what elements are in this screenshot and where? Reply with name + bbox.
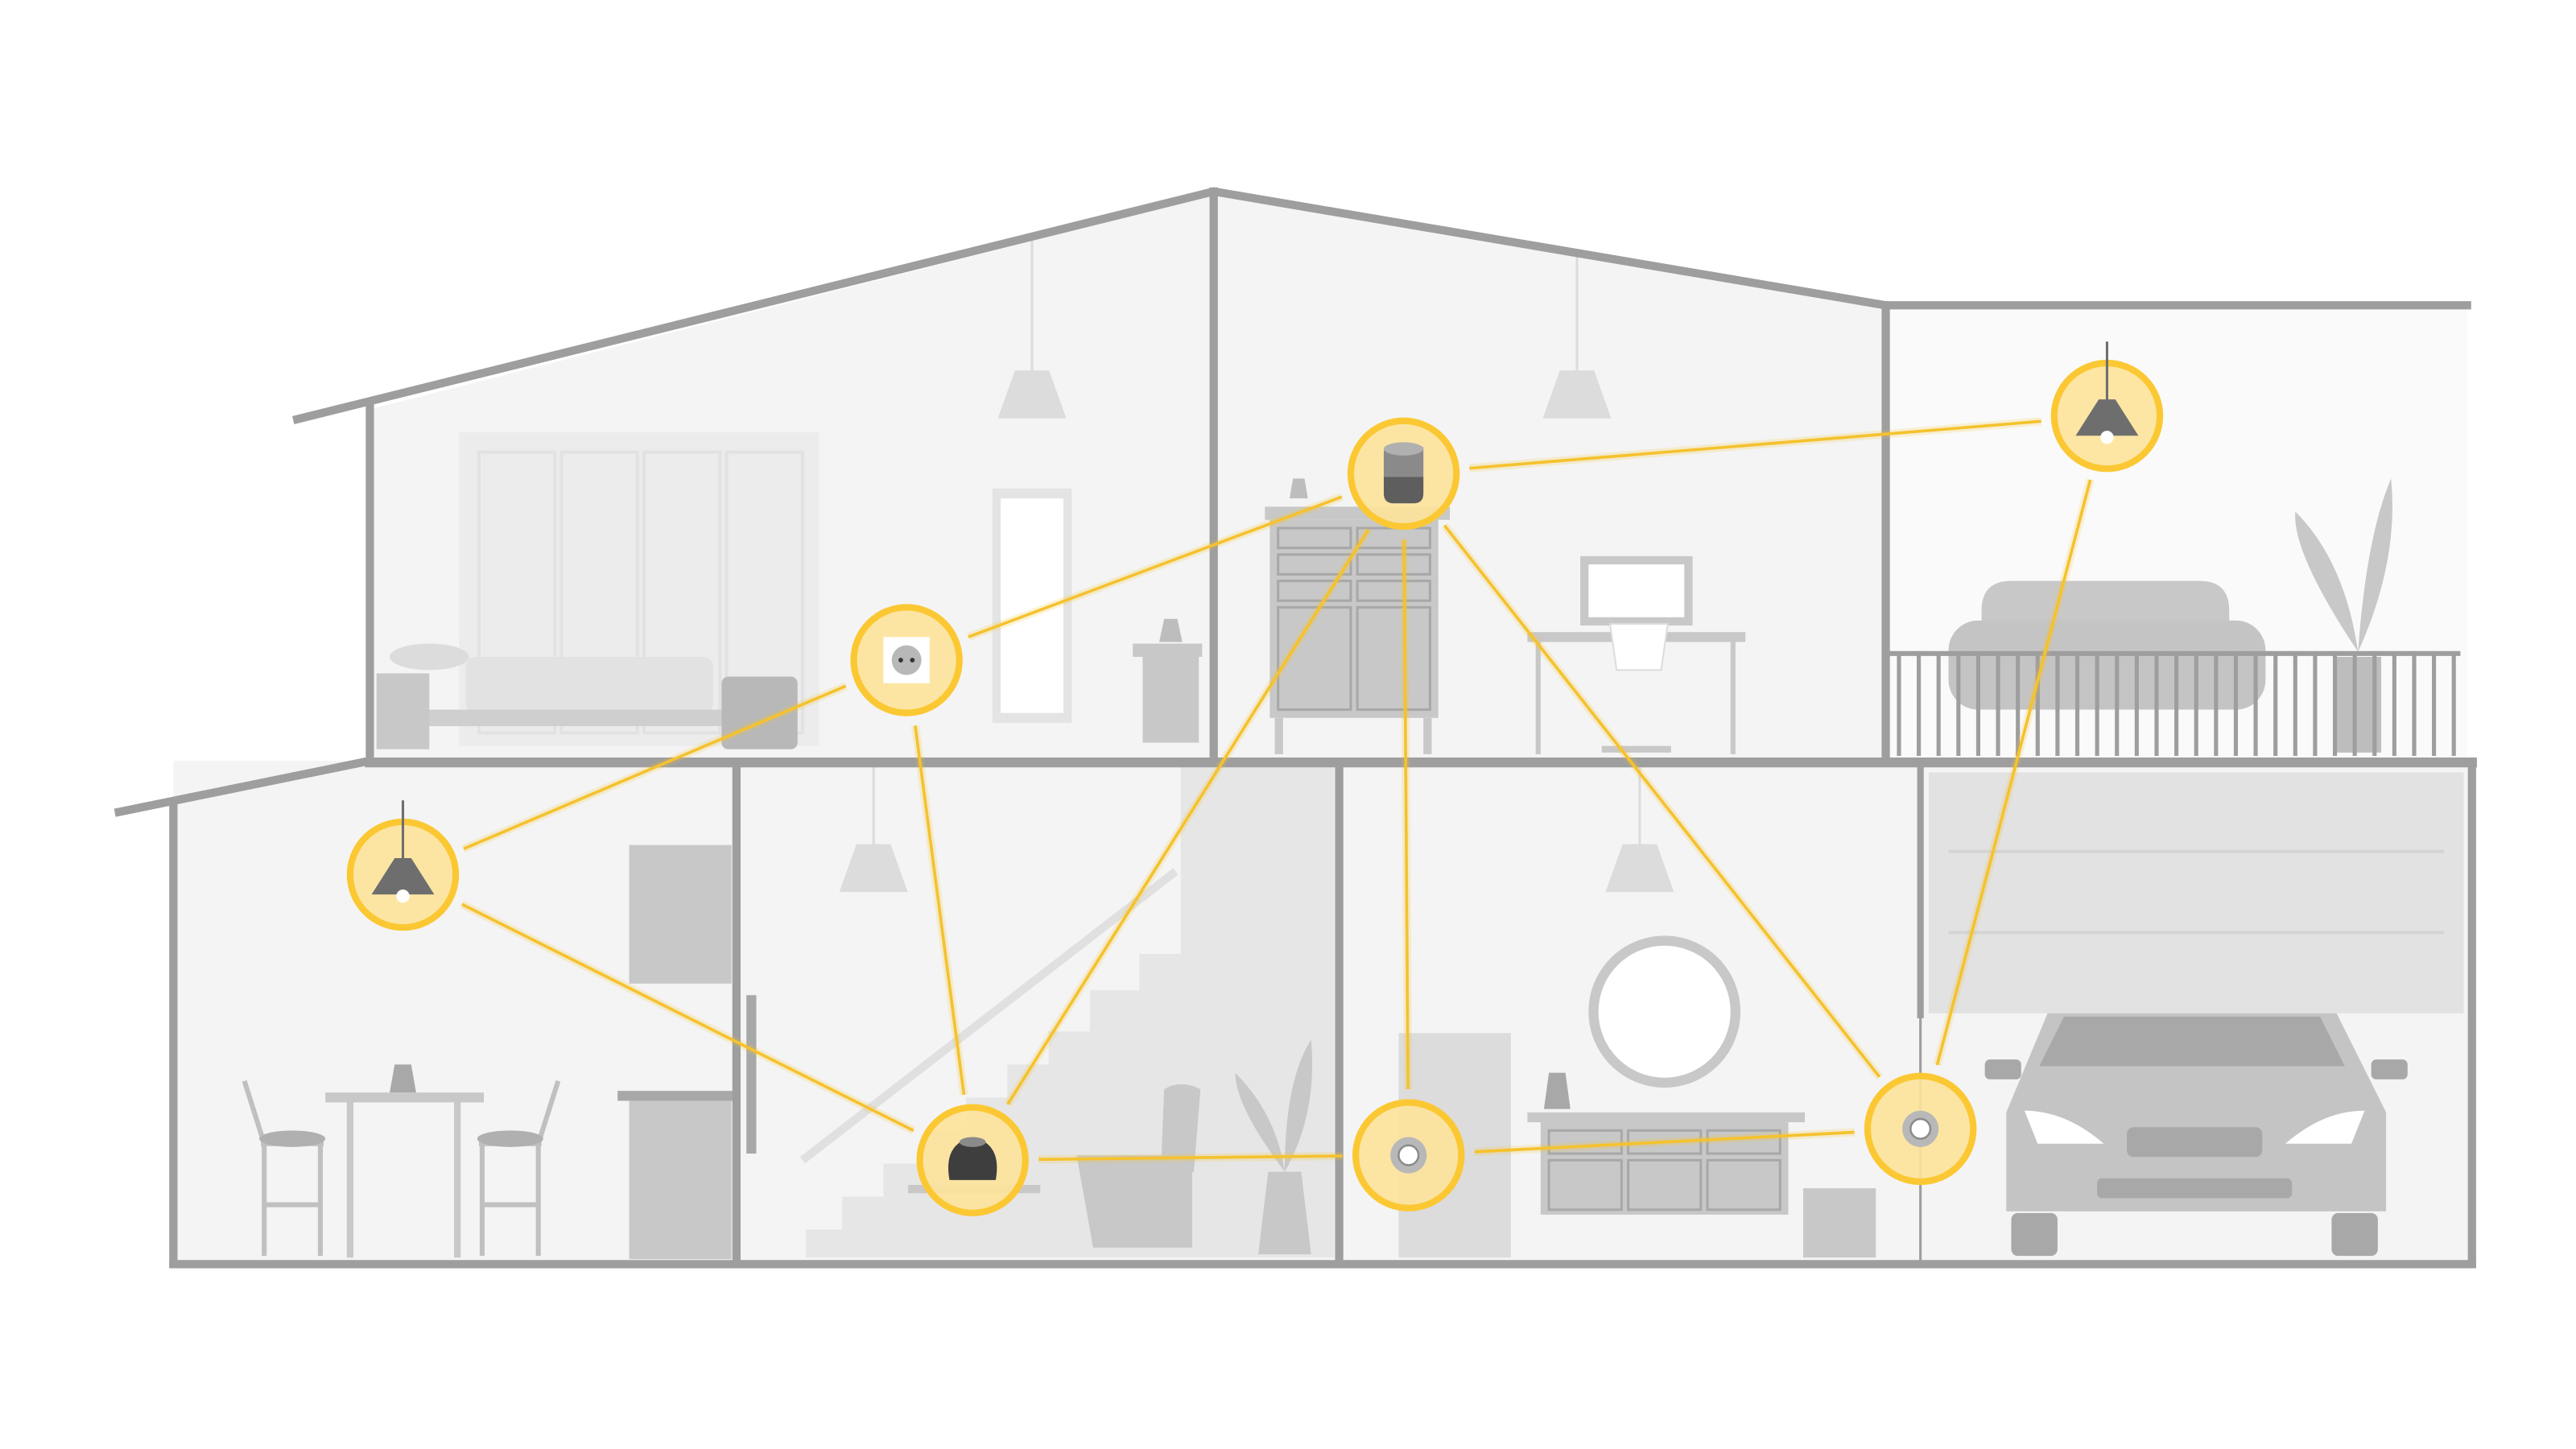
- garage-door: [1928, 772, 2464, 1013]
- bedroom-furniture: [376, 432, 1203, 749]
- network-link: [461, 682, 848, 853]
- plant: [2295, 478, 2392, 652]
- device-node-lamp-living[interactable]: [346, 800, 460, 931]
- ceiling-lamp-icon: [371, 800, 435, 903]
- upper-roof: [292, 187, 2471, 424]
- network-link: [910, 724, 968, 1096]
- ceiling-lamp-icon: [997, 239, 1067, 419]
- network-link: [1004, 527, 1373, 1107]
- network-nodes: [346, 341, 2164, 1216]
- kitchen-unit: [629, 1094, 732, 1260]
- device-node-hub-stairs[interactable]: [916, 1104, 1029, 1216]
- sensor-icon: [1390, 1137, 1427, 1174]
- smart-hub-icon: [947, 1137, 997, 1180]
- smart-speaker-icon: [1383, 442, 1424, 504]
- network-link: [1933, 478, 2095, 1067]
- ceiling-lamp-icon: [839, 766, 908, 893]
- nightstand: [376, 673, 430, 749]
- device-node-sensor-hall[interactable]: [1352, 1099, 1465, 1212]
- desk-chair: [1608, 622, 1669, 671]
- pillow: [390, 643, 469, 671]
- network-link: [1474, 1128, 1855, 1156]
- device-node-speaker-study[interactable]: [1347, 417, 1460, 530]
- console-table: [1527, 1112, 1806, 1123]
- bed: [465, 656, 714, 713]
- network-link: [1400, 539, 1413, 1090]
- smart-plug-icon: [883, 637, 930, 683]
- network-link: [967, 493, 1344, 642]
- dining-table: [325, 1092, 485, 1103]
- network-links: [460, 417, 2095, 1164]
- armchair: [1076, 1084, 1201, 1248]
- car: [1984, 1013, 2408, 1257]
- ceiling-lamp-icon: [2075, 341, 2139, 444]
- house-structure: [114, 187, 2477, 1269]
- network-link: [1038, 1151, 1343, 1164]
- device-node-lamp-balcony[interactable]: [2050, 341, 2164, 473]
- door-handle: [746, 995, 757, 1154]
- side-table: [1133, 643, 1203, 657]
- ceiling-lamp-icon: [1542, 255, 1612, 419]
- network-link: [1441, 522, 1883, 1080]
- vase: [1159, 618, 1183, 642]
- lower-roof: [114, 756, 375, 817]
- balcony-furniture: [1887, 478, 2461, 756]
- device-node-socket-bedroom[interactable]: [850, 604, 963, 716]
- network-link: [1468, 417, 2042, 473]
- wall-cabinet: [629, 844, 732, 984]
- network-link: [460, 900, 916, 1135]
- hall-plant: [1235, 1039, 1313, 1255]
- ceiling-lamp-icon: [1605, 766, 1674, 893]
- radiator: [1803, 1188, 1876, 1258]
- device-node-sensor-garage[interactable]: [1864, 1072, 1977, 1185]
- ceiling-lamps: [839, 239, 1674, 893]
- sensor-icon: [1902, 1110, 1939, 1147]
